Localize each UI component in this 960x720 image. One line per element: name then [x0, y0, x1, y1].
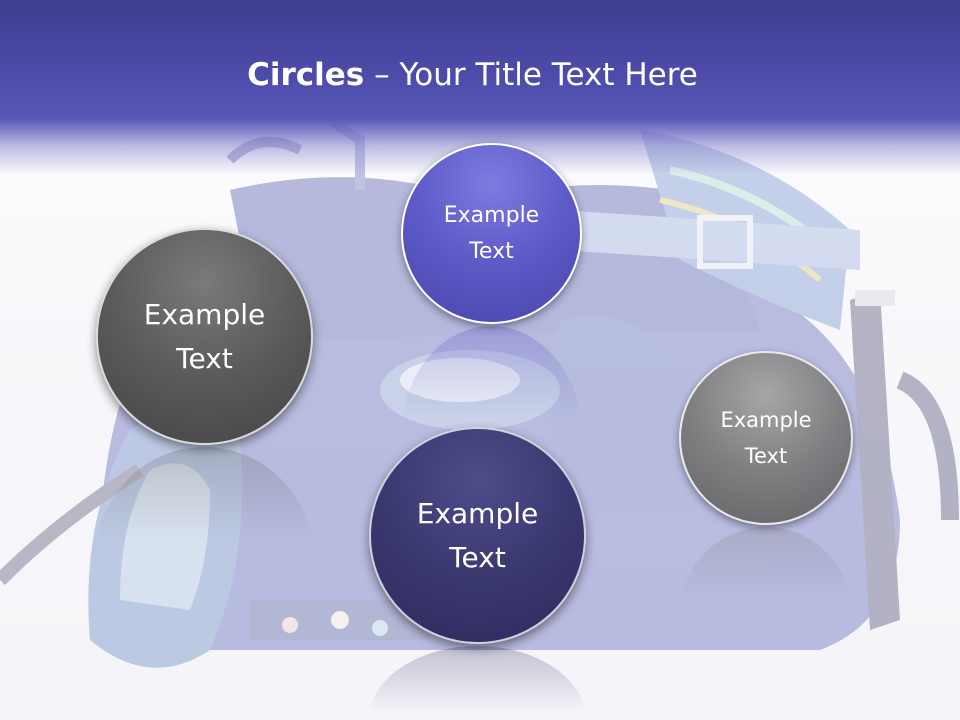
circle-left-text: Example Text: [143, 297, 266, 375]
circle-bottom[interactable]: Example Text: [369, 427, 586, 644]
circle-top[interactable]: Example Text: [401, 143, 582, 324]
title-rest: – Your Title Text Here: [364, 57, 698, 93]
circle-bottom-text: Example Text: [416, 496, 539, 574]
slide-title[interactable]: Circles – Your Title Text Here: [0, 52, 945, 98]
circle-right[interactable]: Example Text: [679, 351, 853, 525]
title-bold: Circles: [247, 57, 365, 93]
circle-top-text: Example Text: [443, 202, 540, 264]
circle-right-text: Example Text: [720, 408, 812, 468]
circle-left[interactable]: Example Text: [96, 228, 313, 445]
